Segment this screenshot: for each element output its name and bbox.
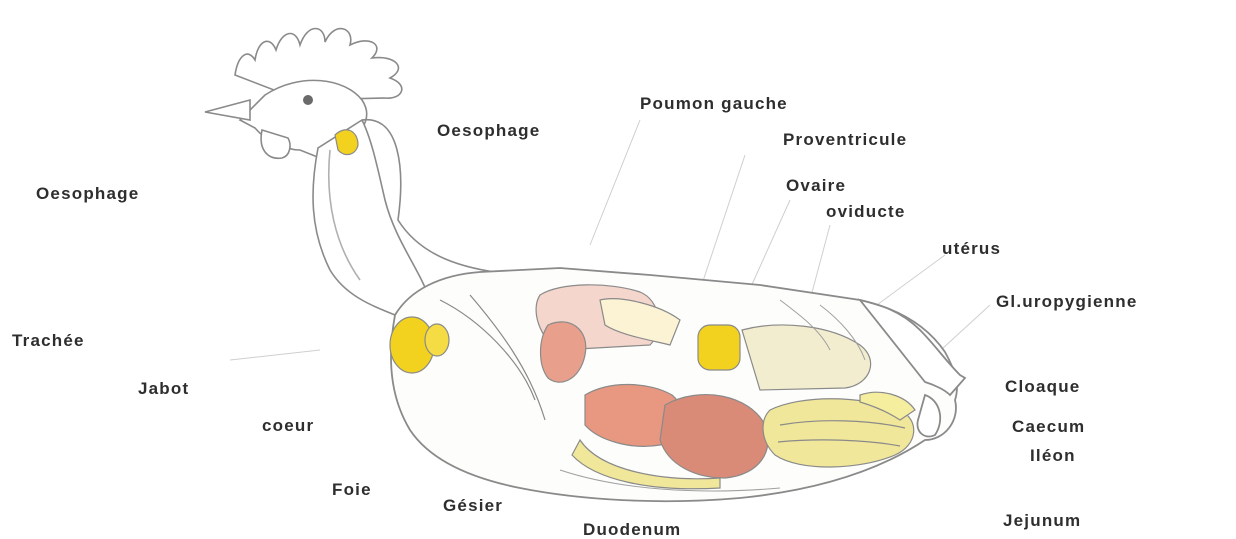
label-foie: Foie [332, 481, 372, 498]
label-jejunum: Jejunum [1003, 512, 1081, 529]
ovaire-organ [698, 325, 740, 370]
label-oesophage-left: Oesophage [36, 185, 139, 202]
label-ovaire: Ovaire [786, 177, 846, 194]
label-caecum: Caecum [1012, 418, 1085, 435]
label-trachee: Trachée [12, 332, 85, 349]
label-poumon-gauche: Poumon gauche [640, 95, 788, 112]
label-coeur: coeur [262, 417, 314, 434]
label-oesophage-top: Oesophage [437, 122, 540, 139]
label-gesier: Gésier [443, 497, 503, 514]
beak-outline [205, 100, 250, 120]
label-proventricule: Proventricule [783, 131, 907, 148]
label-duodenum: Duodenum [583, 521, 681, 538]
label-cloaque: Cloaque [1005, 378, 1080, 395]
label-jabot: Jabot [138, 380, 189, 397]
label-gl-uropygienne: Gl.uropygienne [996, 293, 1137, 310]
label-ileon: Iléon [1030, 447, 1076, 464]
oesophagus-yellow-patch [335, 130, 358, 155]
label-oviducte: oviducte [826, 203, 906, 220]
label-uterus: utérus [942, 240, 1001, 257]
hen-head [205, 29, 402, 161]
